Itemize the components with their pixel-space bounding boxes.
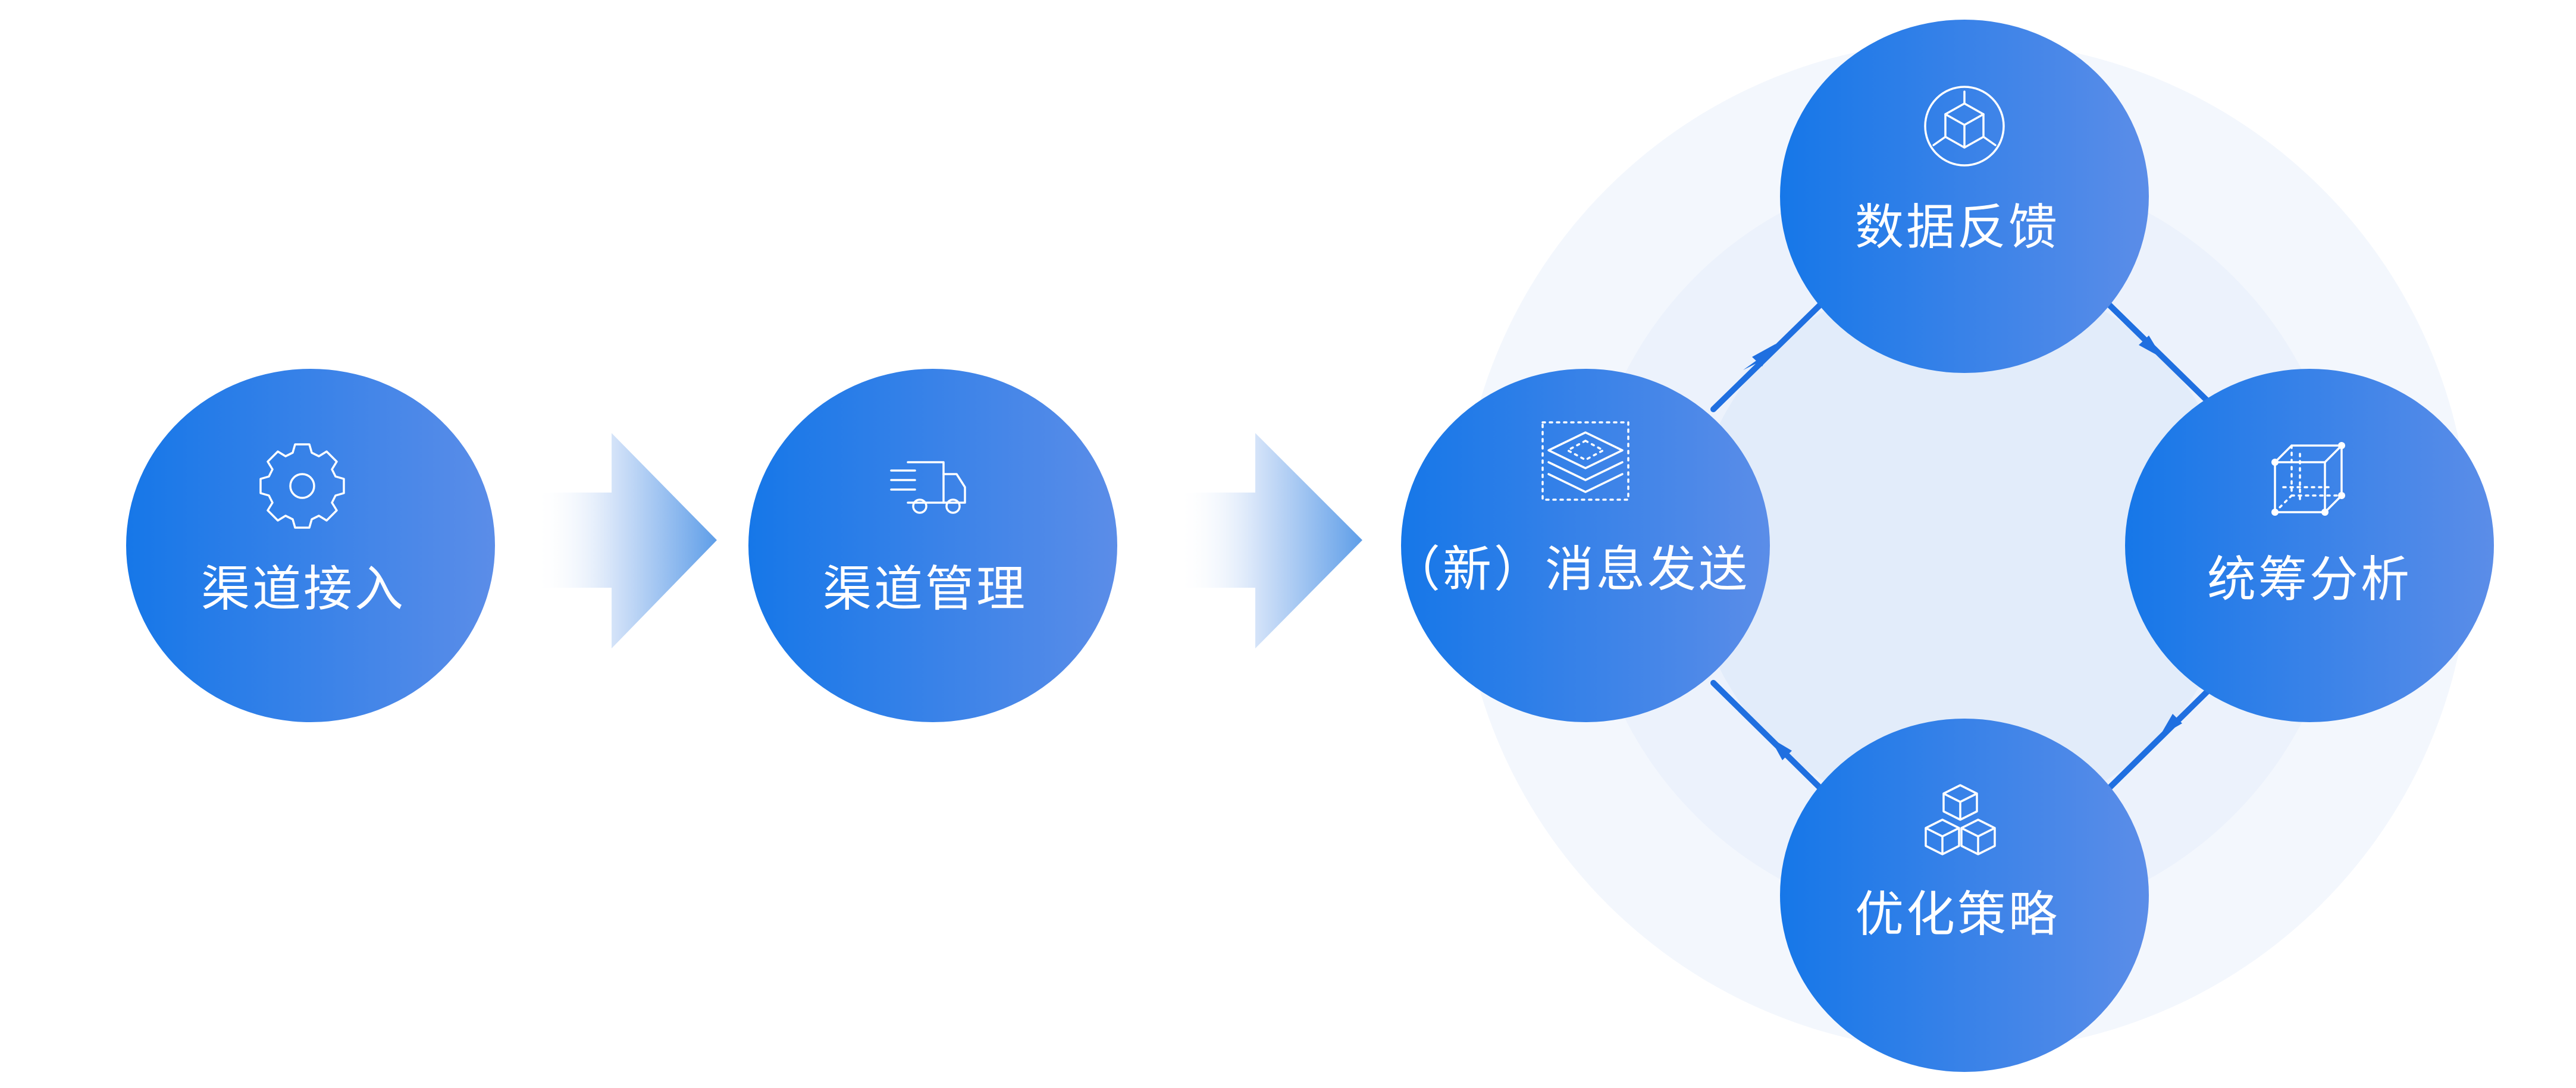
cycle-halo	[1459, 40, 2470, 1052]
cycle-connector-optimize-to-send	[1710, 680, 1823, 791]
wireframe-cube-icon	[2271, 442, 2345, 516]
cycle-connector-feedback-to-analysis	[2106, 302, 2219, 412]
node-label-message-send: （新）消息发送	[1392, 541, 1750, 598]
node-optimize: 优化策略	[1780, 719, 2149, 1072]
node-label-data-feedback: 数据反馈	[1855, 199, 2060, 256]
stacked-cubes-icon	[1925, 784, 1996, 855]
flow-arrow-1	[535, 433, 717, 648]
cycle-connector-analysis-to-optimize	[2106, 680, 2219, 791]
node-label-channel-access: 渠道接入	[201, 561, 406, 617]
flow-arrow-2	[1178, 433, 1362, 648]
truck-icon	[890, 461, 966, 514]
cube-network-icon	[1924, 86, 2005, 167]
cycle-connector-send-to-feedback	[1710, 302, 1823, 412]
gear-icon	[259, 443, 345, 529]
node-channel-access: 渠道接入	[126, 369, 495, 722]
layers-icon	[1541, 421, 1629, 501]
node-label-optimize: 优化策略	[1855, 886, 2060, 943]
node-channel-manage: 渠道管理	[748, 369, 1117, 722]
node-analysis: 统筹分析	[2125, 369, 2494, 722]
node-label-channel-manage: 渠道管理	[823, 561, 1027, 617]
node-label-analysis: 统筹分析	[2207, 551, 2412, 608]
node-data-feedback: 数据反馈	[1780, 20, 2149, 373]
node-message-send: （新）消息发送	[1392, 369, 1770, 722]
